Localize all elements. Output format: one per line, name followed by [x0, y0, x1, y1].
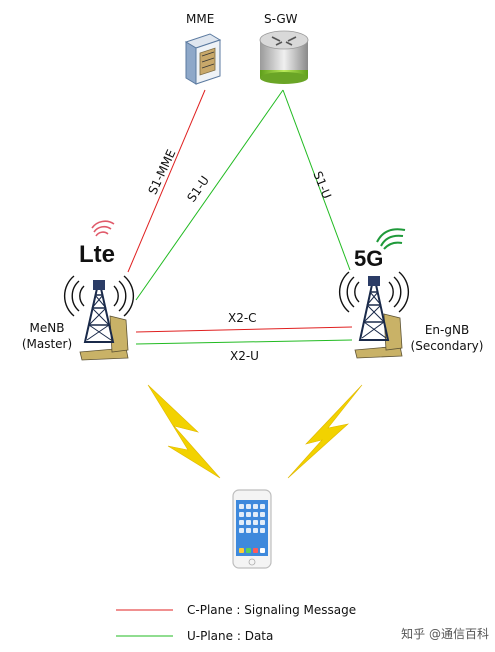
watermark: 知乎 @通信百科 — [401, 627, 489, 641]
legend-c-plane-text: C-Plane : Signaling Message — [187, 603, 357, 617]
lte-logo-text: Lte — [79, 241, 115, 268]
engnb-label: En-gNB (Secondary) — [410, 323, 484, 353]
s1-mme-link — [127, 89, 206, 273]
engnb-tower-icon — [338, 271, 410, 359]
mme-server-icon — [184, 33, 222, 85]
fiveg-logo: 5G — [354, 228, 406, 271]
legend-u-plane-text: U-Plane : Data — [187, 629, 274, 643]
smartphone-icon — [232, 489, 272, 569]
x2-c-label: X2-C — [228, 311, 257, 325]
x2-u-link — [135, 339, 353, 345]
mme-label: MME — [186, 12, 215, 26]
left-lightning-icon — [147, 384, 221, 479]
menb-label: MeNB (Master) — [21, 321, 73, 351]
sgw-router-icon — [259, 30, 309, 84]
s1-u-right-link — [282, 89, 351, 271]
right-lightning-icon — [287, 384, 363, 479]
sgw-label: S-GW — [264, 12, 298, 26]
x2-c-link — [135, 326, 353, 333]
s1-u-left-link — [135, 89, 284, 301]
menb-tower-icon — [63, 275, 135, 361]
fiveg-logo-text: 5G — [354, 246, 383, 271]
lte-logo: Lte — [79, 220, 115, 268]
x2-u-label: X2-U — [230, 349, 259, 363]
